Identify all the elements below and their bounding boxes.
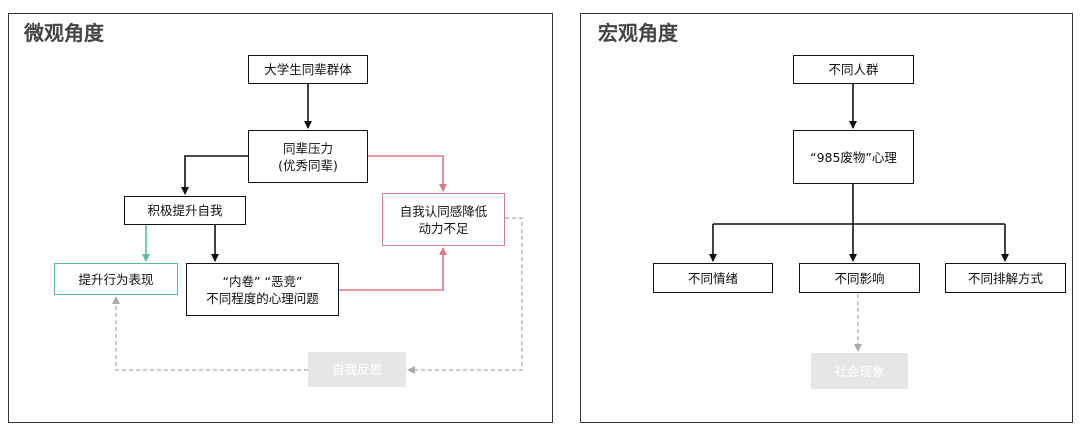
- arrow-pressure-positive: [181, 155, 248, 195]
- arrow-identity-reflection: [407, 217, 523, 374]
- node-self-identity: 自我认同感降低 动力不足: [382, 193, 505, 246]
- node-positive-self: 积极提升自我: [124, 196, 246, 225]
- arrow-pressure-identity: [368, 155, 447, 192]
- arrow-reflection-behavior: [112, 296, 308, 371]
- node-different-relief: 不同排解方式: [945, 263, 1066, 293]
- node-peer-group: 大学生同辈群体: [248, 55, 368, 84]
- node-self-reflection: 自我反思: [308, 352, 406, 387]
- node-behavior: 提升行为表现: [54, 263, 178, 295]
- micro-panel-title: 微观角度: [24, 21, 104, 45]
- node-different-influence: 不同影响: [799, 263, 920, 293]
- node-985-mentality: “985废物”心理: [793, 130, 914, 184]
- node-social-phenomenon: 社会现象: [811, 353, 908, 389]
- arrow-involution-identity: [339, 247, 447, 291]
- macro-panel-title: 宏观角度: [598, 21, 678, 45]
- node-different-emotions: 不同情绪: [653, 263, 773, 293]
- node-different-groups: 不同人群: [793, 55, 914, 84]
- node-peer-pressure: 同辈压力 (优秀同辈): [248, 130, 368, 183]
- node-involution: “内卷” “恶竞” 不同程度的心理问题: [186, 263, 339, 316]
